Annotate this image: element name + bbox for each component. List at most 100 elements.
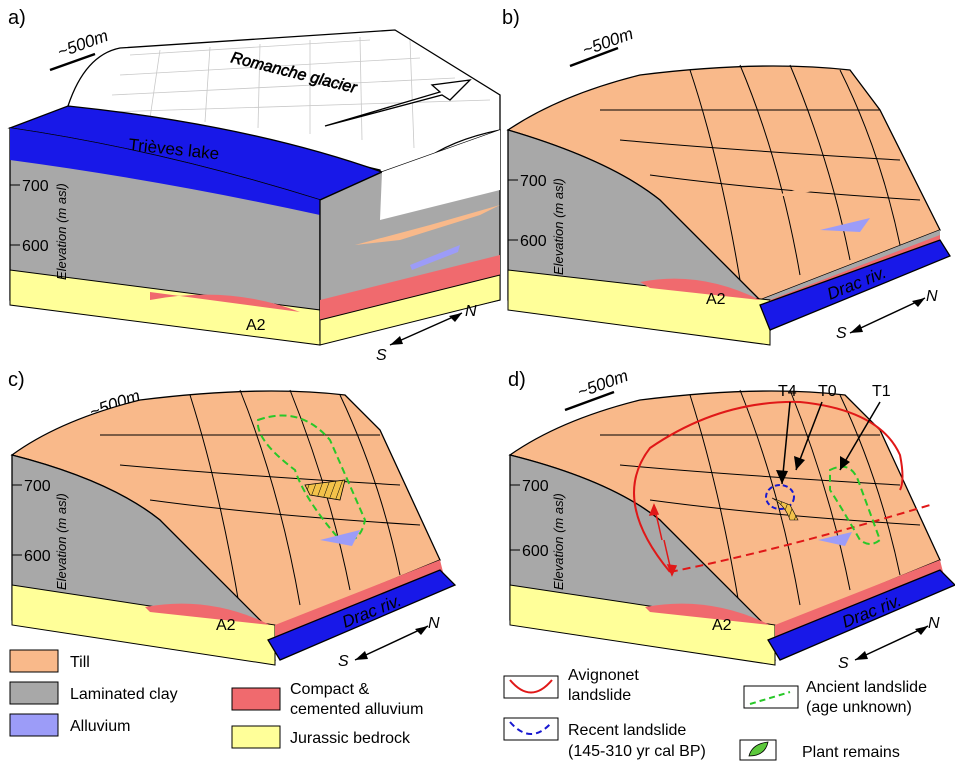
panel-b-till-lens — [760, 180, 830, 200]
glacier-flow-arrow — [324, 79, 472, 127]
panel-b-tick-600: 600 — [520, 233, 547, 250]
panel-d-callouts: T4 T0 T1 — [776, 383, 891, 485]
panel-b-alluvium-lens — [820, 218, 870, 232]
panel-d-compass-s: S — [838, 655, 849, 672]
panel-d-letter: d) — [508, 369, 526, 391]
panel-c-letter: c) — [8, 369, 25, 391]
panel-c-compass-s: S — [338, 653, 349, 670]
panel-a: a) ~500m Romanche glacier Trièves lake A… — [7, 7, 501, 364]
panel-d-slip-arrows — [648, 503, 678, 577]
panel-c-alluvium-lens — [320, 530, 360, 546]
legend-compact-label-1: Compact & — [290, 681, 369, 698]
legend-ancient-line — [749, 691, 791, 705]
panel-b-tick-700: 700 — [520, 173, 547, 190]
panel-b-scale-label: ~500m — [580, 24, 636, 60]
panel-b-letter: b) — [502, 7, 520, 29]
panel-b-scale-bar — [569, 46, 619, 68]
panel-a-scale-bar — [49, 52, 96, 72]
legend-compact-swatch — [231, 687, 281, 711]
panel-a-compass-s: S — [376, 347, 387, 364]
legend-alluvium-swatch — [9, 713, 59, 737]
panel-c-a2-layer — [145, 603, 270, 625]
panel-a-compass: S N — [376, 303, 477, 364]
panel-d-elevation-label: Elevation (m asl) — [551, 493, 566, 590]
panel-d-avignonet-base — [669, 504, 931, 573]
panel-a-elevation-label: Elevation (m asl) — [54, 183, 69, 280]
legend-clay-swatch — [9, 681, 59, 705]
panel-b-compass: S N — [836, 288, 938, 342]
leaf-icon — [748, 741, 769, 757]
legend-bedrock-label: Jurassic bedrock — [290, 730, 411, 747]
legend-avignonet-label-2: landslide — [568, 687, 631, 704]
panel-d-compass-n: N — [928, 615, 940, 632]
panel-d-ancient-landslide — [829, 465, 882, 545]
panel-c-a2-label: A2 — [216, 617, 236, 634]
panel-a-lake-front — [10, 128, 320, 215]
legend-clay-label: Laminated clay — [70, 686, 178, 703]
panel-d-alluvium-lens — [818, 532, 852, 546]
panel-a-compass-n: N — [465, 303, 477, 320]
panel-a-side-glacier — [380, 130, 500, 220]
panel-c-grid — [100, 389, 421, 611]
legend-compact-label-2: cemented alluvium — [290, 701, 423, 718]
panel-a-elevation-axis: 700 600 Elevation (m asl) — [10, 178, 69, 280]
legend-recent-line — [509, 721, 553, 735]
panel-c-tick-600: 600 — [24, 548, 51, 565]
panel-d-recent-landslide — [765, 484, 795, 510]
panel-d-a2-layer — [645, 603, 770, 625]
legend-avignonet-swatch — [503, 675, 559, 699]
legend-till-swatch — [9, 649, 59, 673]
legend-plant-label: Plant remains — [802, 744, 900, 761]
legend-avignonet-line — [509, 679, 553, 694]
panel-b: b) ~500m A2 Drac riv. 700 600 Elevation … — [502, 7, 951, 346]
panel-d-scarp-hatch — [771, 497, 799, 521]
legend-bedrock-swatch — [231, 725, 281, 749]
panel-d-compass: S N — [838, 615, 940, 672]
legend-till-label: Till — [70, 654, 90, 671]
callout-t0: T0 — [818, 383, 837, 400]
panel-d-a2-label: A2 — [712, 617, 732, 634]
panel-a-bedrock-side — [319, 274, 501, 346]
panel-a-compact-side — [320, 255, 500, 320]
panel-b-a2-label: A2 — [706, 291, 726, 308]
legend-alluvium-label: Alluvium — [70, 718, 130, 735]
glacier-grid — [107, 36, 491, 149]
panel-c-river — [267, 569, 457, 661]
panel-b-river — [759, 239, 951, 331]
panel-b-compass-n: N — [926, 288, 938, 305]
panel-b-a2-layer — [640, 278, 760, 300]
panel-a-alluvium-lens — [410, 245, 460, 270]
legend-ancient-label-2: (age unknown) — [806, 699, 912, 716]
panel-a-tick-600: 600 — [22, 238, 49, 255]
panel-a-a2-layer — [150, 292, 300, 312]
panel-c-elevation-axis: 700 600 Elevation (m asl) — [12, 478, 69, 590]
panel-a-a2-label: A2 — [246, 317, 266, 334]
panel-d-grid — [600, 389, 921, 611]
callout-t1: T1 — [872, 383, 891, 400]
legend-ancient-label-1: Ancient landslide — [806, 679, 927, 696]
panel-c-compass-n: N — [428, 615, 440, 632]
panel-d-scale-bar — [564, 390, 615, 412]
legend: Till Laminated clay Alluvium Compact & c… — [9, 649, 927, 761]
panel-c-elevation-label: Elevation (m asl) — [54, 493, 69, 590]
panel-c-tick-700: 700 — [24, 478, 51, 495]
panel-c-compass: S N — [338, 615, 440, 670]
panel-d-elevation-axis: 700 600 Elevation (m asl) — [510, 478, 566, 590]
panel-d: d) ~500m A2 Drac riv. T4 T0 T1 — [508, 366, 955, 672]
legend-avignonet-label-1: Avignonet — [568, 667, 639, 684]
callout-t4: T4 — [778, 383, 797, 400]
panel-b-elevation-axis: 700 600 Elevation (m asl) — [508, 173, 566, 275]
panel-b-grid — [600, 64, 921, 281]
panel-d-river — [767, 569, 955, 661]
panel-d-tick-700: 700 — [522, 478, 549, 495]
panel-c: c) ~500m A2 Drac riv. 700 600 Elevation … — [8, 369, 457, 670]
panel-d-tick-600: 600 — [522, 543, 549, 560]
panel-a-letter: a) — [8, 7, 26, 29]
panel-c-scarp-hatch — [304, 479, 346, 501]
panel-a-tick-700: 700 — [22, 178, 49, 195]
legend-recent-swatch — [503, 717, 559, 741]
panel-d-avignonet-scarp — [633, 400, 904, 573]
legend-recent-label-2: (145-310 yr cal BP) — [568, 743, 706, 760]
legend-recent-label-1: Recent landslide — [568, 722, 686, 739]
